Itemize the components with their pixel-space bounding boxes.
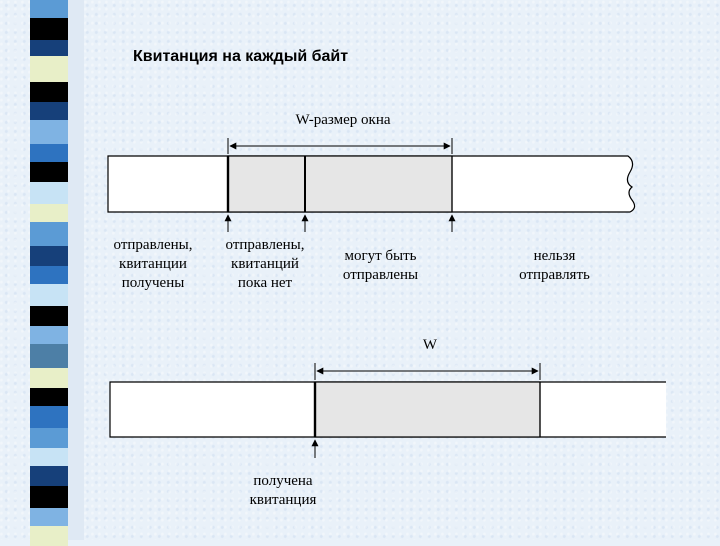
stripe-block bbox=[30, 222, 68, 246]
stripe-block bbox=[30, 368, 68, 388]
stripe-block bbox=[30, 246, 68, 266]
window-label-w: W bbox=[422, 337, 438, 353]
slide-title: Квитанция на каждый байт bbox=[133, 48, 349, 65]
label-can-send: могут быть отправлены bbox=[342, 248, 419, 283]
window-region-2 bbox=[314, 381, 541, 438]
stripe-block bbox=[30, 306, 68, 326]
stripe-block bbox=[30, 204, 68, 222]
diagram2 bbox=[109, 363, 666, 458]
stripe-block bbox=[30, 448, 68, 466]
stripe-block bbox=[30, 388, 68, 406]
stripe-block bbox=[30, 182, 68, 204]
stripe-block bbox=[30, 40, 68, 56]
stripe-gap bbox=[68, 0, 84, 540]
label-cannot-send: нельзя отправлять bbox=[519, 248, 590, 283]
window-region-1 bbox=[227, 155, 453, 213]
stripe-block bbox=[30, 344, 68, 368]
window-size-label: W-размер окна bbox=[295, 112, 391, 128]
stripe-block bbox=[30, 0, 68, 18]
stripe-block bbox=[30, 56, 68, 82]
stripe-block bbox=[30, 428, 68, 448]
stripe-block bbox=[30, 284, 68, 306]
stripe-block bbox=[30, 18, 68, 40]
stripe-block bbox=[30, 82, 68, 102]
stripe-block bbox=[30, 326, 68, 344]
stripe-block bbox=[30, 144, 68, 162]
stripe-block bbox=[30, 120, 68, 144]
label-ack-received: получена квитанция bbox=[249, 473, 317, 508]
stripe-block bbox=[30, 102, 68, 120]
label-sent-unacked: отправлены, квитанций пока нет bbox=[225, 237, 305, 291]
stripe-block bbox=[30, 266, 68, 284]
stripe-block bbox=[30, 486, 68, 508]
stripe-block bbox=[30, 406, 68, 428]
stripe-block bbox=[30, 466, 68, 486]
diagram1 bbox=[107, 138, 636, 232]
stripe-block bbox=[30, 508, 68, 526]
decorative-stripe bbox=[30, 0, 68, 546]
stripe-block bbox=[30, 162, 68, 182]
label-sent-acked: отправлены, квитанции получены bbox=[113, 237, 193, 291]
